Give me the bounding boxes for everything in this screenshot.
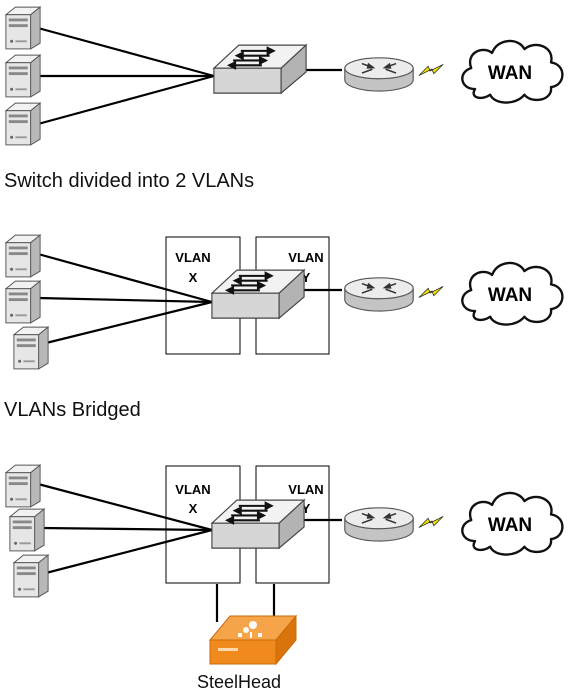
server-links bbox=[37, 252, 342, 346]
server-links bbox=[37, 26, 342, 126]
server-icon bbox=[5, 464, 41, 508]
vlan-y-letter: Y bbox=[302, 270, 311, 285]
server-icon bbox=[5, 280, 41, 324]
vlan-y-name: VLAN bbox=[288, 482, 323, 497]
steelhead-label: SteelHead bbox=[197, 672, 282, 692]
server-icon bbox=[13, 554, 49, 598]
section-vlans-bridged: VLAN X VLAN Y WAN bbox=[5, 464, 564, 666]
lightning-link-icon bbox=[418, 516, 444, 528]
wan-label: WAN bbox=[488, 515, 532, 536]
wan-label: WAN bbox=[488, 285, 532, 306]
server-icon bbox=[5, 6, 41, 50]
vlan-x-name: VLAN bbox=[175, 482, 210, 497]
switch-icon bbox=[212, 44, 308, 95]
section-vlans: VLAN X VLAN Y WAN bbox=[5, 234, 564, 370]
steelhead-appliance-icon bbox=[208, 614, 298, 666]
server-icon bbox=[9, 508, 45, 552]
server-icon bbox=[5, 54, 41, 98]
vlan-y-letter: Y bbox=[302, 501, 311, 516]
server-icon bbox=[5, 102, 41, 146]
server-icon bbox=[13, 326, 49, 370]
vlan-x-letter: X bbox=[189, 270, 198, 285]
server-links bbox=[37, 482, 342, 622]
lightning-link-icon bbox=[418, 64, 444, 76]
vlan-x-letter: X bbox=[189, 501, 198, 516]
router-icon bbox=[344, 57, 414, 92]
section-basic-network: WAN bbox=[5, 6, 564, 146]
server-icon bbox=[5, 234, 41, 278]
router-icon bbox=[344, 507, 414, 542]
wan-label: WAN bbox=[488, 63, 532, 84]
router-icon bbox=[344, 277, 414, 312]
lightning-link-icon bbox=[418, 285, 444, 299]
vlan-y-name: VLAN bbox=[288, 250, 323, 265]
caption-switch-divided: Switch divided into 2 VLANs bbox=[4, 170, 255, 192]
vlan-x-name: VLAN bbox=[175, 250, 210, 265]
caption-vlans-bridged: VLANs Bridged bbox=[4, 399, 141, 421]
